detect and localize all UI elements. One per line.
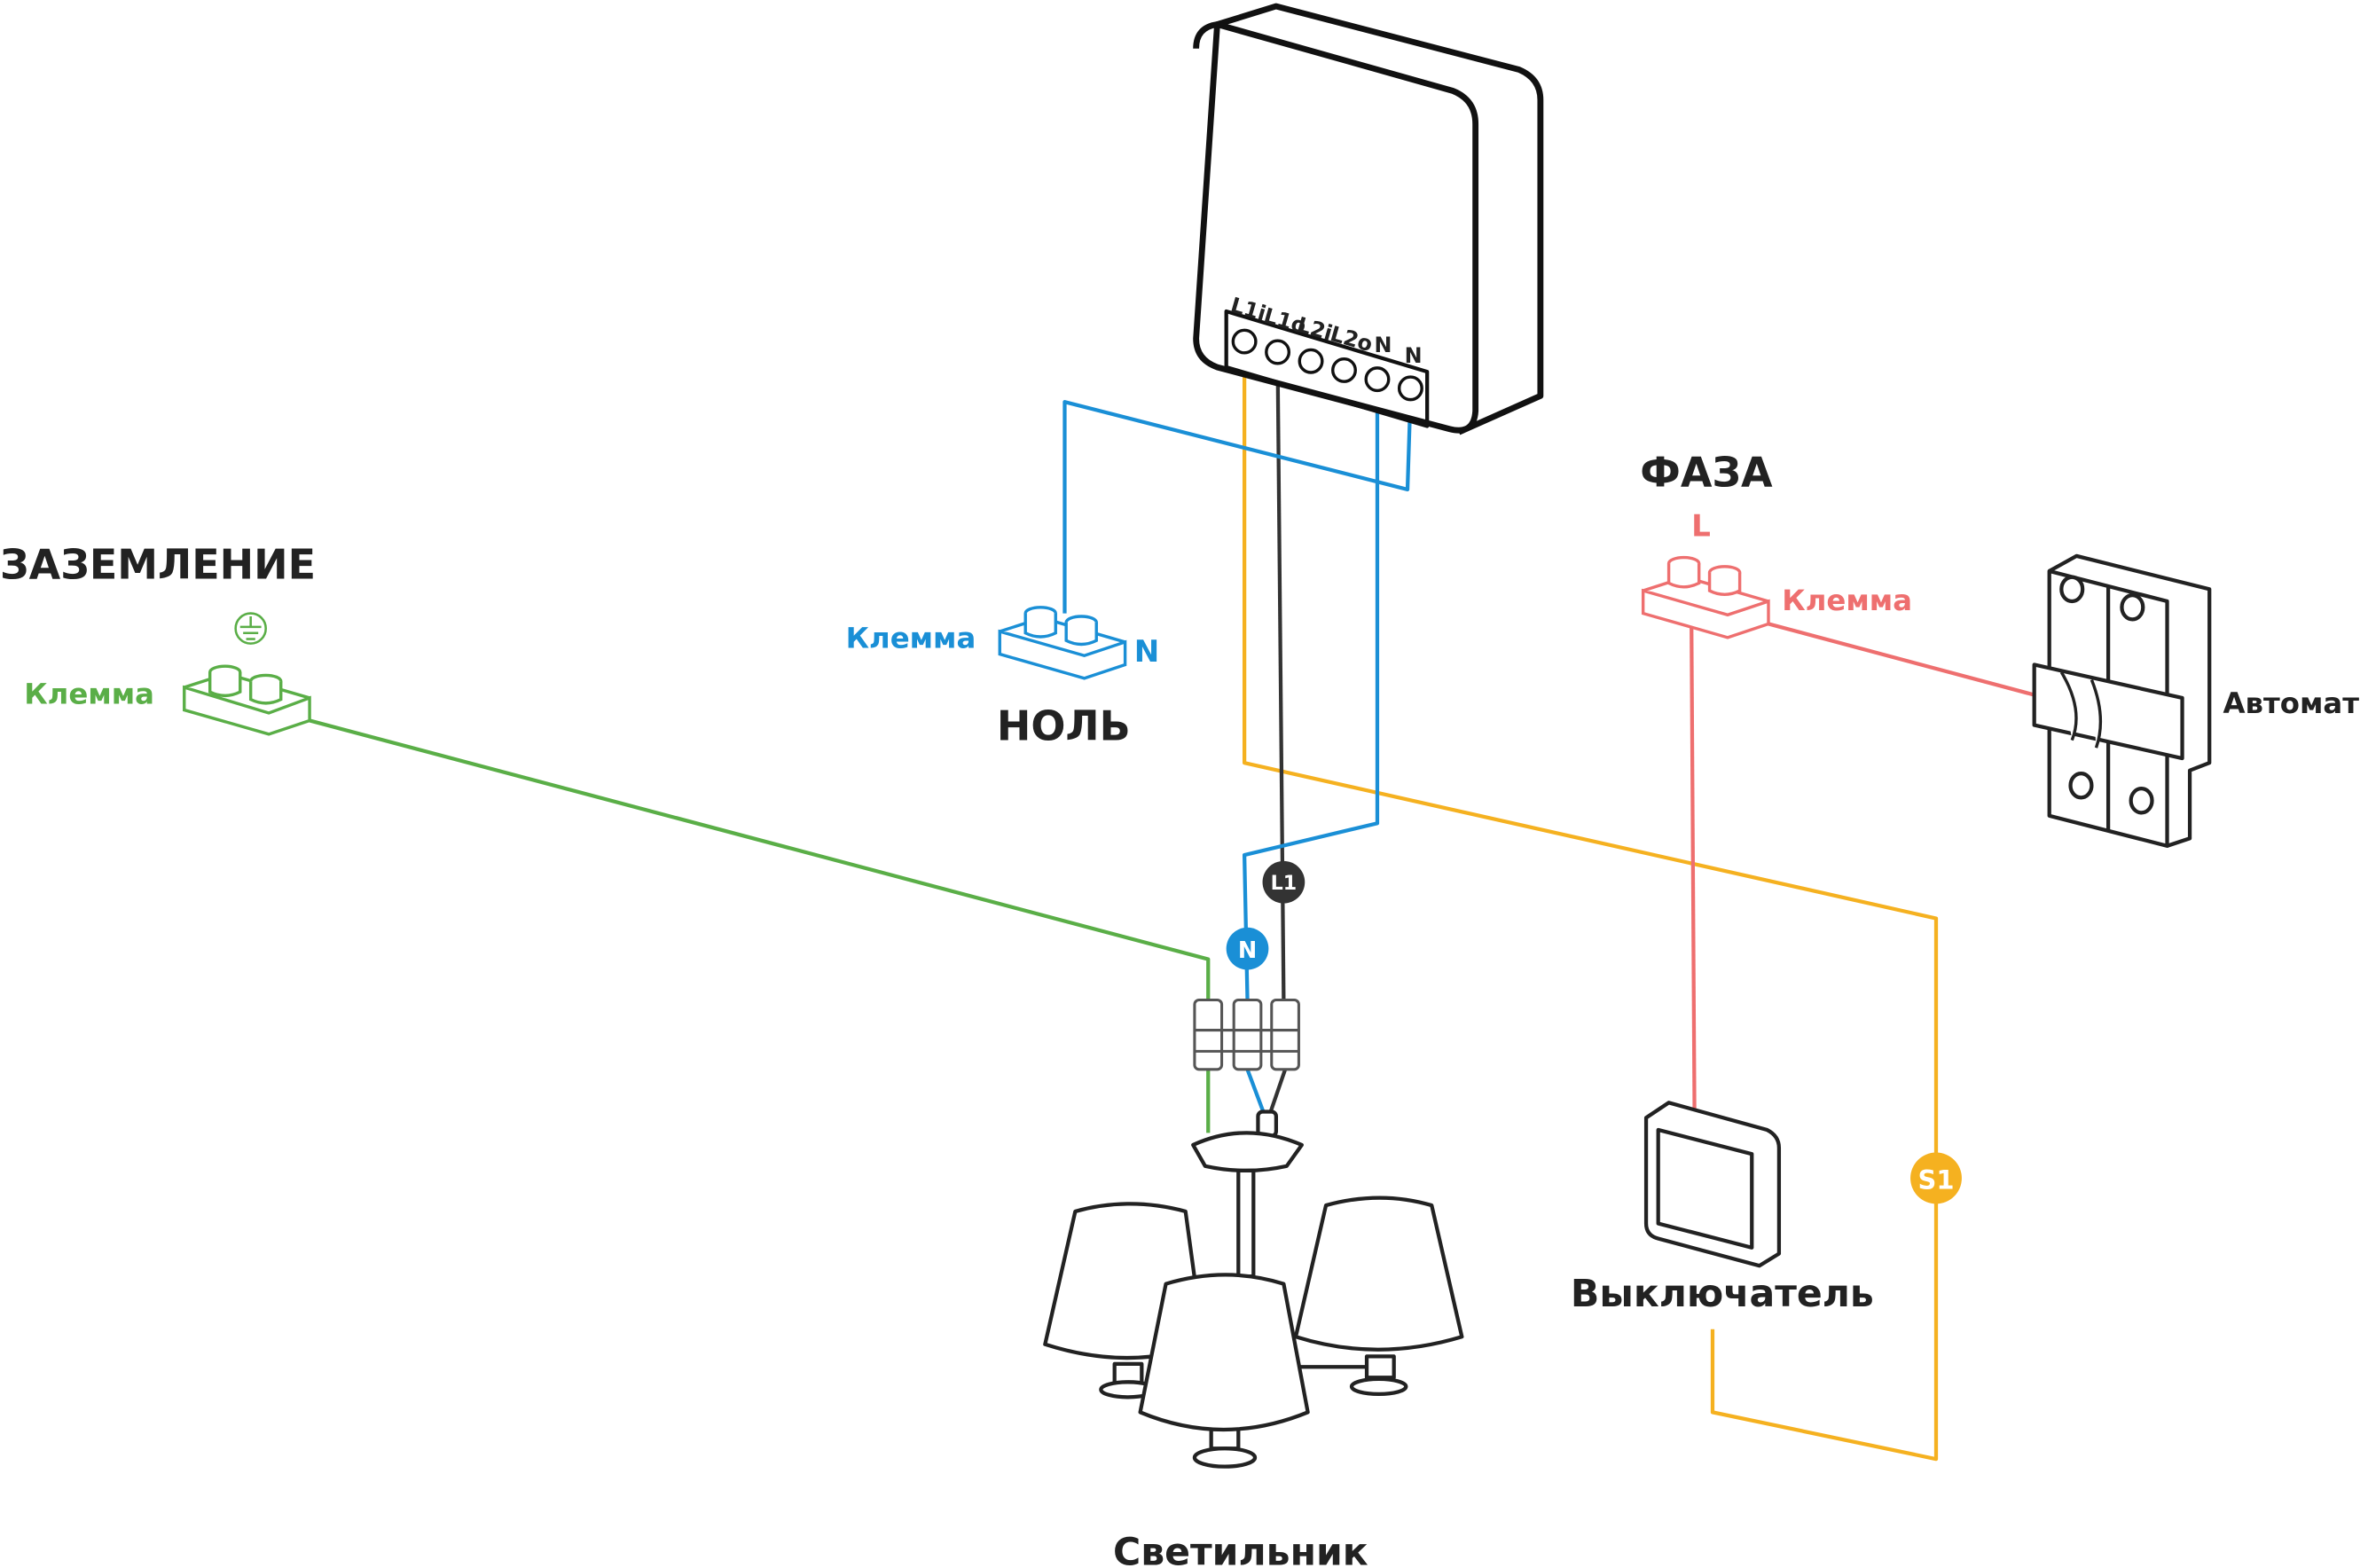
neutral-terminal-block <box>998 606 1127 680</box>
switch-label: Выключатель <box>1571 1272 1874 1316</box>
breaker-label: Автомат <box>2223 686 2360 720</box>
neutral-terminal-label: Клемма <box>846 622 976 655</box>
wago-connectors <box>1193 998 1300 1071</box>
wire-neutral-feed <box>1062 396 1413 614</box>
wire-ground <box>309 718 1211 1133</box>
wire-lamp-n <box>1245 1069 1267 1119</box>
badge-n: N <box>1226 927 1269 970</box>
wire-phase-breaker <box>1751 617 2035 697</box>
neutral-title: НОЛЬ <box>997 702 1131 750</box>
svg-text:L1: L1 <box>1271 872 1298 895</box>
phase-letter: L <box>1691 509 1711 545</box>
light-switch <box>1643 1101 1782 1268</box>
svg-text:S1: S1 <box>1918 1164 1955 1195</box>
ground-terminal-label: Клемма <box>24 678 154 711</box>
neutral-letter: N <box>1134 634 1160 670</box>
circuit-breaker <box>2032 553 2212 848</box>
phase-terminal-label: Клемма <box>1782 584 1912 617</box>
lamp-label: Светильник <box>1113 1530 1368 1568</box>
terminal-n2: N <box>1405 343 1423 368</box>
ground-terminal-block <box>183 664 311 736</box>
ground-title: ЗАЗЕМЛЕНИЕ <box>0 540 316 588</box>
badge-l1: L1 <box>1262 860 1306 904</box>
chandelier <box>1043 1109 1464 1469</box>
badge-s1: S1 <box>1910 1152 1962 1204</box>
relay-module <box>1193 3 1544 435</box>
wire-neutral-lamp <box>1242 387 1380 1000</box>
ground-icon <box>234 612 267 645</box>
wire-phase-switch <box>1690 615 1697 1109</box>
phase-title: ФАЗА <box>1640 449 1773 497</box>
phase-terminal-block <box>1641 555 1770 639</box>
svg-text:N: N <box>1238 937 1257 964</box>
wire-lamp-l <box>1266 1069 1288 1119</box>
terminal-n1: N <box>1375 333 1392 357</box>
